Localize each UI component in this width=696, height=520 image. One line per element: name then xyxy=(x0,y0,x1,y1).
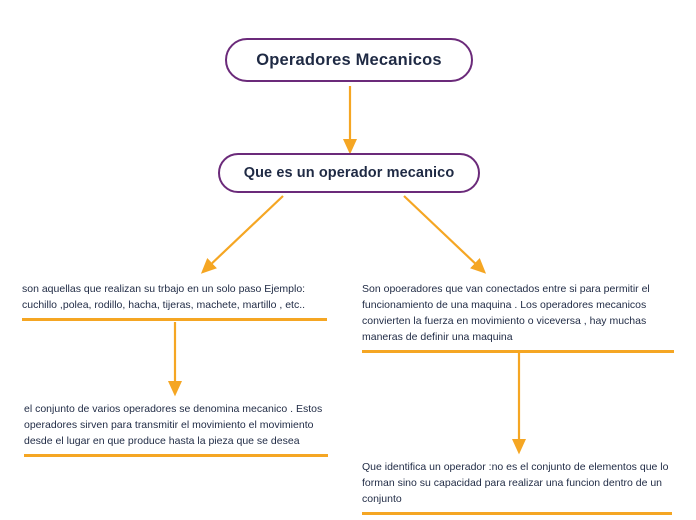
node-operadores-mecanicos[interactable]: Operadores Mecanicos xyxy=(225,38,473,82)
node-que-es-un-operador-mecanico[interactable]: Que es un operador mecanico xyxy=(218,153,480,193)
connector-level2-to-leaf-right-1 xyxy=(403,195,487,274)
leaf-operadores-simples[interactable]: son aquellas que realizan su trbajo en u… xyxy=(22,281,327,321)
leaf-conjunto-mecanico[interactable]: el conjunto de varios operadores se deno… xyxy=(24,401,328,457)
leaf-operadores-conectados[interactable]: Son opoeradores que van conectados entre… xyxy=(362,281,674,353)
connector-level2-to-leaf-left-1 xyxy=(200,195,284,274)
leaf-identifica-operador[interactable]: Que identifica un operador :no es el con… xyxy=(362,459,672,515)
